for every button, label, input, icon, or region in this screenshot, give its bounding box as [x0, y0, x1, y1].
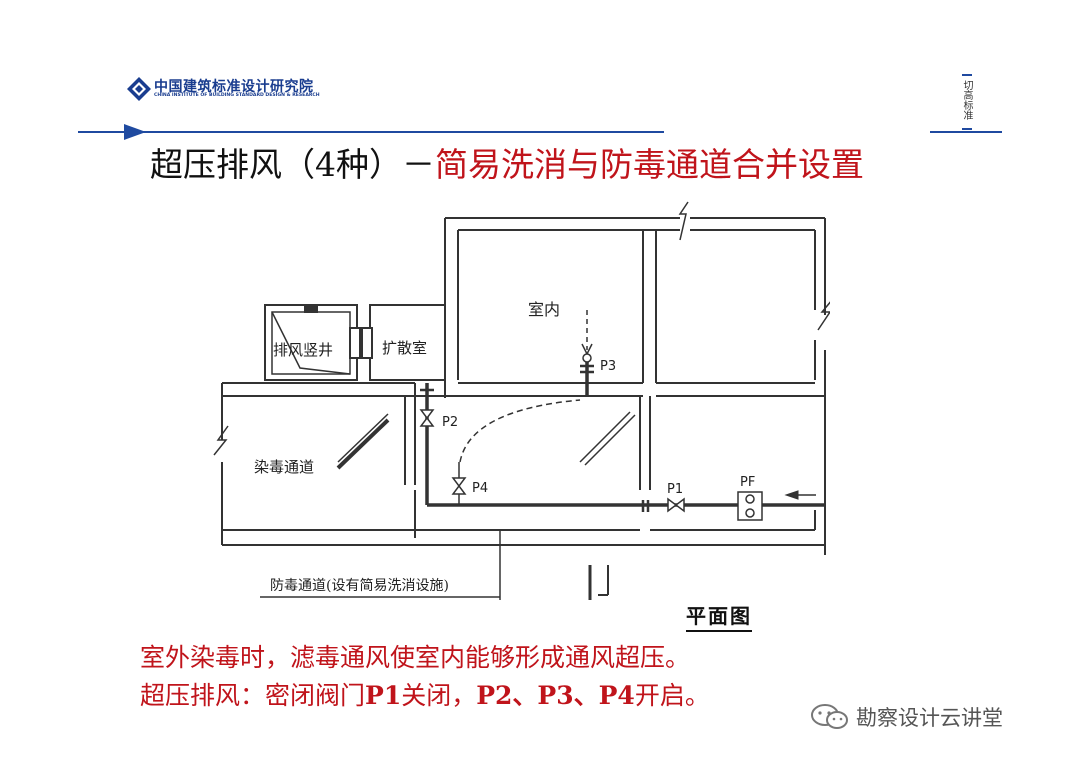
logo-english-name: CHINA INSTITUTE OF BUILDING STANDARD DES…	[154, 93, 320, 98]
side-tag-bar-bottom	[962, 128, 972, 130]
floor-plan-diagram: 室内 排风竖井 扩散室 染毒通道 防毒通道(设有简易洗消设施) P2 P3 P4…	[213, 201, 830, 600]
watermark-text: 勘察设计云讲堂	[856, 706, 1003, 730]
side-tag-text: 切高标准	[961, 80, 972, 120]
room-label-exhaust-shaft: 排风竖井	[273, 341, 333, 359]
note-line-2-d: P2、P3、P4	[476, 681, 635, 710]
note-line-1: 室外染毒时，滤毒通风使室内能够形成通风超压。	[140, 643, 691, 672]
valve-label-p4: P4	[472, 481, 488, 496]
note-line-2: 超压排风：密闭阀门P1关闭，P2、P3、P4开启。	[140, 676, 710, 712]
valve-label-p2: P2	[442, 415, 458, 430]
header-divider	[78, 131, 664, 133]
note-line-2-e: 开启。	[634, 681, 710, 710]
header-arrow-icon	[124, 124, 146, 140]
valve-label-p1: P1	[667, 482, 683, 497]
slide-title: 超压排风（4种）－简易洗消与防毒通道合并设置	[150, 138, 970, 186]
slide-title-black: 超压排风（4种）－	[150, 145, 435, 184]
logo-chinese-name: 中国建筑标准设计研究院	[154, 79, 314, 95]
side-tag-bar-top	[962, 74, 972, 76]
room-label-contaminated-passage: 染毒通道	[254, 458, 314, 476]
slide-title-red: 简易洗消与防毒通道合并设置	[435, 145, 864, 184]
valve-label-p3: P3	[600, 359, 616, 374]
wechat-watermark: 勘察设计云讲堂	[810, 700, 1050, 732]
side-tag: 切高标准	[957, 74, 977, 132]
institute-logo: 中国建筑标准设计研究院 CHINA INSTITUTE OF BUILDING …	[126, 76, 366, 104]
valve-label-pf: PF	[740, 475, 755, 490]
institute-logo-icon	[127, 77, 151, 101]
note-line-2-c: 关闭，	[401, 681, 477, 710]
wechat-icon	[811, 704, 848, 729]
header-divider-right	[930, 131, 1002, 133]
room-label-gas-proof-passage: 防毒通道(设有简易洗消设施)	[270, 577, 449, 594]
room-label-expansion-room: 扩散室	[382, 339, 427, 357]
plan-label: 平面图	[686, 600, 752, 632]
room-label-indoor: 室内	[528, 300, 560, 319]
note-line-2-b: P1	[365, 681, 402, 710]
note-line-2-a: 超压排风：密闭阀门	[140, 681, 366, 710]
